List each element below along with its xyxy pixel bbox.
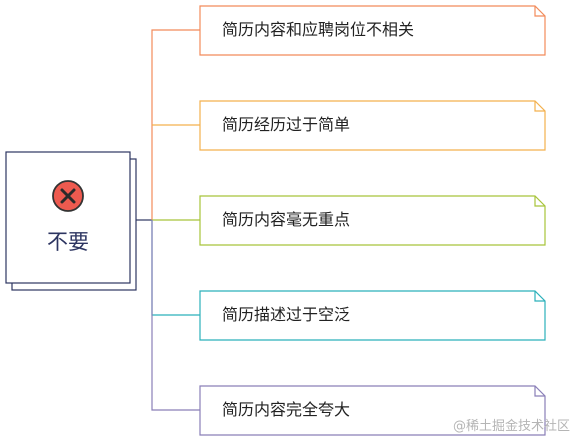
- connector-1: [151, 29, 200, 220]
- branch-label-1: 简历内容和应聘岗位不相关: [222, 20, 415, 39]
- branch-box-2: [199, 100, 546, 151]
- root-label: 不要: [47, 230, 89, 254]
- close-x-icon: [52, 180, 84, 212]
- branch-box-3: [199, 195, 546, 246]
- branch-box-4: [199, 290, 546, 341]
- branch-box-5: [199, 385, 546, 436]
- branch-box-1: [199, 5, 546, 56]
- root-node: [5, 151, 131, 284]
- connectors: [136, 29, 200, 411]
- watermark: @稀土掘金技术社区: [452, 419, 570, 434]
- connector-5: [151, 220, 200, 411]
- branch-label-5: 简历内容完全夸大: [222, 400, 351, 419]
- branch-label-3: 简历内容毫无重点: [222, 210, 351, 229]
- connector-4: [151, 220, 200, 316]
- branch-label-2: 简历经历过于简单: [222, 115, 351, 134]
- branch-label-4: 简历描述过于空泛: [222, 305, 351, 324]
